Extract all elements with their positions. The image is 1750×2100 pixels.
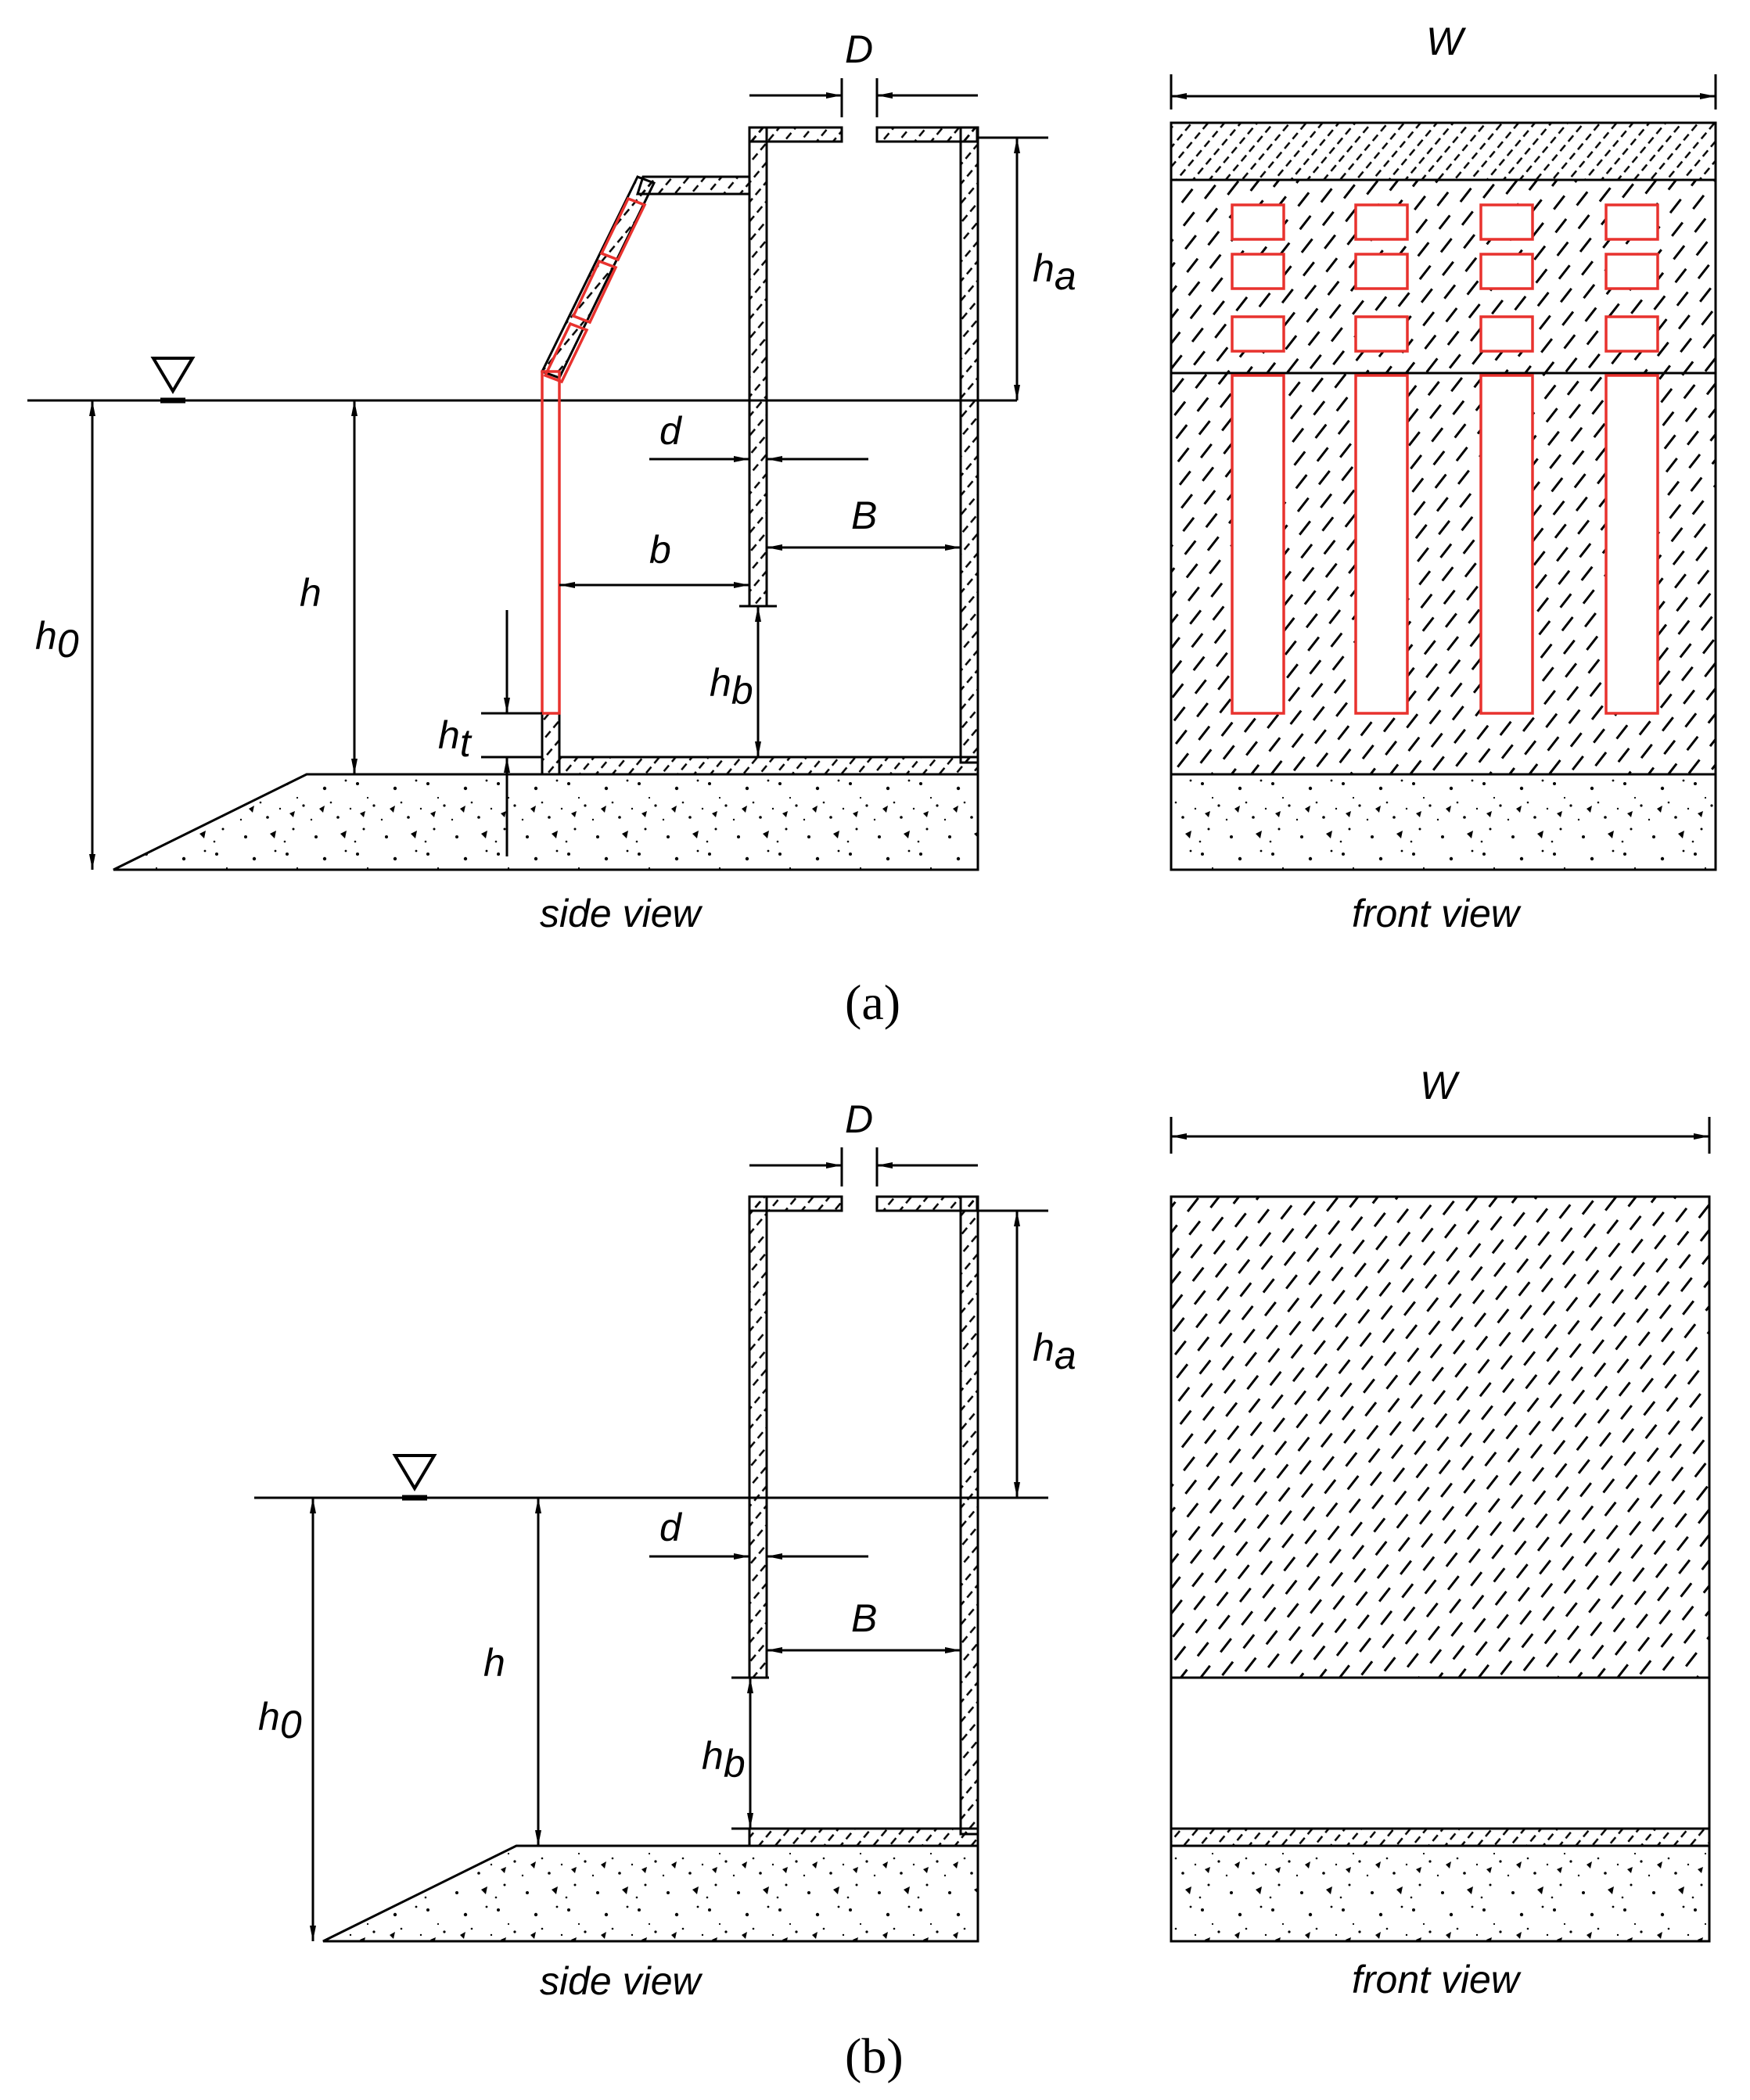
bottom-slab-b bbox=[748, 1827, 979, 1847]
upper-cover-a bbox=[635, 175, 751, 196]
dim-B-label-a: B bbox=[851, 494, 877, 537]
dim-ht-label-a: ht bbox=[438, 713, 473, 765]
dim-hb-a bbox=[739, 605, 777, 757]
front-body-b bbox=[1170, 1195, 1711, 1679]
dim-D-a bbox=[749, 78, 978, 117]
dim-hb-label-a: hb bbox=[710, 661, 753, 713]
side-view-caption-a: side view bbox=[540, 892, 703, 935]
front-openings-a bbox=[1231, 203, 1659, 715]
side-view-b: D ha d B hb h h0 side vie bbox=[254, 1097, 1076, 2003]
back-wall-b bbox=[959, 1195, 979, 1836]
front-opening-b bbox=[1170, 1676, 1711, 1830]
dim-h0-label-a: h0 bbox=[35, 614, 79, 666]
dim-ha-label-b: ha bbox=[1033, 1326, 1076, 1377]
dim-B-label-b: B bbox=[851, 1596, 877, 1640]
dim-W-a bbox=[1170, 74, 1717, 109]
front-wall-b bbox=[748, 1195, 768, 1679]
dim-D-b bbox=[749, 1147, 978, 1186]
dim-h0-label-b: h0 bbox=[258, 1695, 302, 1746]
panel-label-a: (a) bbox=[845, 975, 900, 1030]
dim-ht-a bbox=[481, 610, 542, 856]
front-bottom-slab-b bbox=[1170, 1827, 1711, 1847]
toe-block-a bbox=[541, 712, 561, 776]
front-view-caption-b: front view bbox=[1352, 1958, 1522, 2001]
front-view-b: W front view bbox=[1170, 1064, 1711, 2001]
front-view-caption-a: front view bbox=[1352, 892, 1522, 935]
dim-hb-label-b: hb bbox=[702, 1734, 746, 1786]
dim-D-label-a: D bbox=[845, 27, 873, 71]
dim-ha-b bbox=[978, 1209, 1048, 1498]
dim-W-b bbox=[1170, 1117, 1711, 1154]
dim-D-label-b: D bbox=[845, 1097, 873, 1141]
dim-d-label-a: d bbox=[659, 409, 683, 453]
dim-h-label-b: h bbox=[483, 1641, 505, 1685]
dim-ha-a bbox=[978, 136, 1048, 400]
dim-d-label-b: d bbox=[659, 1506, 683, 1549]
dim-W-label-b: W bbox=[1420, 1064, 1461, 1107]
porous-openings-a bbox=[541, 196, 647, 715]
water-level-symbol-a bbox=[150, 357, 196, 404]
front-view-a: W front view bbox=[1170, 20, 1717, 935]
panel-label-b: (b) bbox=[845, 2028, 904, 2084]
front-top-band-a bbox=[1170, 121, 1717, 181]
side-view-caption-b: side view bbox=[540, 1959, 703, 2003]
front-wall-a bbox=[748, 126, 768, 608]
front-seabed-a bbox=[1170, 773, 1717, 871]
bottom-slab-a bbox=[558, 756, 979, 776]
dim-b-label-a: b bbox=[649, 528, 671, 572]
dim-h-label-a: h bbox=[300, 571, 322, 615]
dim-W-label-a: W bbox=[1426, 20, 1467, 63]
seabed-a bbox=[113, 773, 979, 871]
panel-a: D ha d B b hb bbox=[27, 20, 1717, 1030]
back-wall-a bbox=[959, 126, 979, 764]
dim-hb-b bbox=[731, 1676, 769, 1830]
dim-ha-label-a: ha bbox=[1033, 246, 1076, 298]
side-view-a: D ha d B b hb bbox=[27, 27, 1076, 935]
water-level-symbol-b bbox=[392, 1454, 437, 1501]
seabed-b bbox=[322, 1844, 979, 1943]
panel-b: D ha d B hb h h0 side vie bbox=[254, 1064, 1711, 2084]
front-seabed-b bbox=[1170, 1844, 1711, 1943]
